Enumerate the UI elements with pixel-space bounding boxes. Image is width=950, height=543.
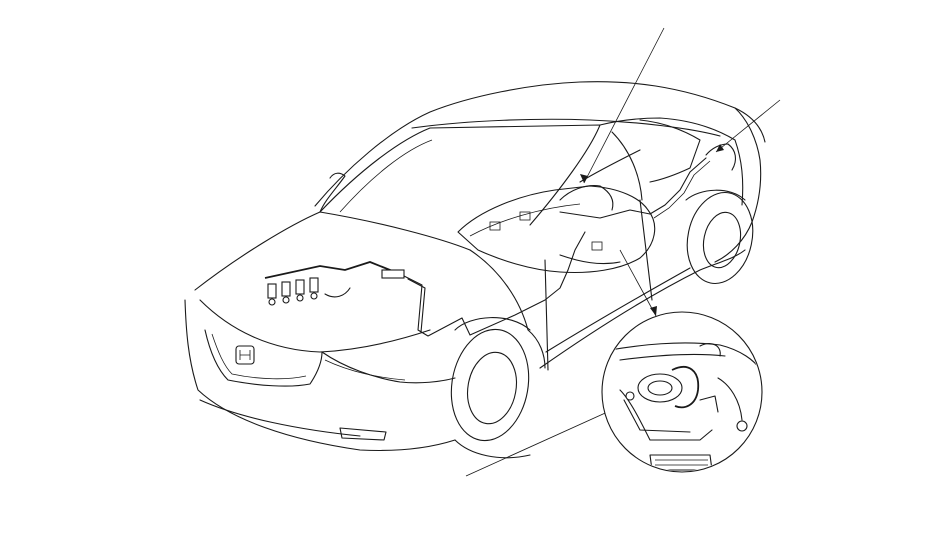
tank-seam [469, 203, 581, 237]
rear-window-frame [599, 117, 744, 206]
door-edge-front [544, 259, 549, 371]
roof-inner-line [411, 118, 721, 137]
front-wheel-hub [467, 351, 517, 425]
fuel-line-connector [381, 269, 405, 279]
detail-line-right [717, 377, 743, 421]
fuel-rail-assembly [264, 261, 405, 306]
tank-mount-1 [489, 221, 501, 231]
filler-neck [649, 157, 707, 215]
grille-outline [204, 329, 323, 387]
side-sill-upper [545, 267, 691, 353]
fuel-supply-line-2 [407, 278, 426, 333]
grille-inner [211, 333, 307, 380]
injector-3 [295, 279, 305, 295]
front-wheel-arch [454, 317, 531, 331]
leader-line-fuel-pump [583, 27, 665, 184]
leader-line-filler [715, 99, 781, 153]
front-bumper [184, 299, 456, 452]
fuel-rail [264, 261, 396, 279]
tank-mount-3 [591, 241, 603, 251]
detail-pump-cap [647, 380, 673, 396]
front-door-window-sill [579, 149, 641, 183]
injector-tip-2 [282, 296, 290, 304]
leader-lines [465, 27, 781, 477]
hood-front-edge [199, 299, 431, 353]
injector-1 [267, 283, 277, 299]
arrowhead-filler [716, 144, 724, 152]
headlight [321, 351, 456, 384]
detail-bracket [619, 389, 713, 441]
detail-magnifier [601, 311, 763, 473]
detail-hose [671, 366, 700, 409]
arrowhead-fuel-pump [580, 174, 588, 183]
detail-bracket-inner [623, 399, 691, 433]
front-wheel [450, 328, 530, 442]
injector-tip-3 [296, 294, 304, 302]
tank-lower [559, 254, 621, 265]
door-edge-rear [639, 199, 653, 301]
rear-quarter [714, 107, 762, 263]
injector-4 [309, 277, 319, 293]
side-mirror [319, 172, 346, 213]
arrowhead-detail [650, 306, 657, 316]
bumper-lower-line [199, 399, 361, 437]
fuel-lines [403, 231, 586, 337]
tank-mount-2 [519, 211, 531, 221]
rear-wheel-hub [702, 211, 742, 269]
fog-light [339, 427, 387, 441]
car-body [184, 81, 766, 459]
fuel-tank [457, 185, 656, 274]
detail-circle [601, 311, 763, 473]
fuel-pump-module [559, 185, 614, 211]
windshield-inner [339, 139, 433, 213]
injector-tip-4 [310, 292, 318, 300]
detail-clip [699, 395, 719, 413]
b-pillar [611, 131, 643, 201]
rear-door-window [639, 119, 701, 183]
rear-wheel [686, 191, 754, 285]
fuel-line-to-tank [567, 231, 586, 271]
hood-rear-edge [194, 211, 471, 291]
windshield [319, 124, 601, 226]
fuel-tank-area [457, 157, 711, 274]
lower-rocker [454, 439, 531, 459]
detail-bolt-right [736, 420, 748, 432]
leader-line-detail [619, 249, 657, 317]
front-fender [469, 249, 546, 369]
detail-connector [699, 343, 721, 357]
detail-bolt-left [625, 391, 635, 401]
rear-wheel-arch [685, 189, 746, 201]
pressure-regulator [324, 287, 351, 298]
injector-2 [281, 281, 291, 297]
detail-pump-flange [637, 373, 683, 403]
headlight-inner [324, 359, 406, 381]
injector-tip-1 [268, 298, 276, 306]
roof-line [314, 81, 766, 207]
side-sill [539, 249, 746, 369]
fuel-filler-door [705, 143, 737, 171]
detail-floor-inner [619, 353, 726, 361]
h-logo-icon [239, 350, 251, 360]
fuel-supply-line [403, 269, 569, 337]
detail-ribs [655, 459, 708, 466]
evap-line [559, 209, 651, 219]
filler-neck-2 [653, 160, 711, 219]
